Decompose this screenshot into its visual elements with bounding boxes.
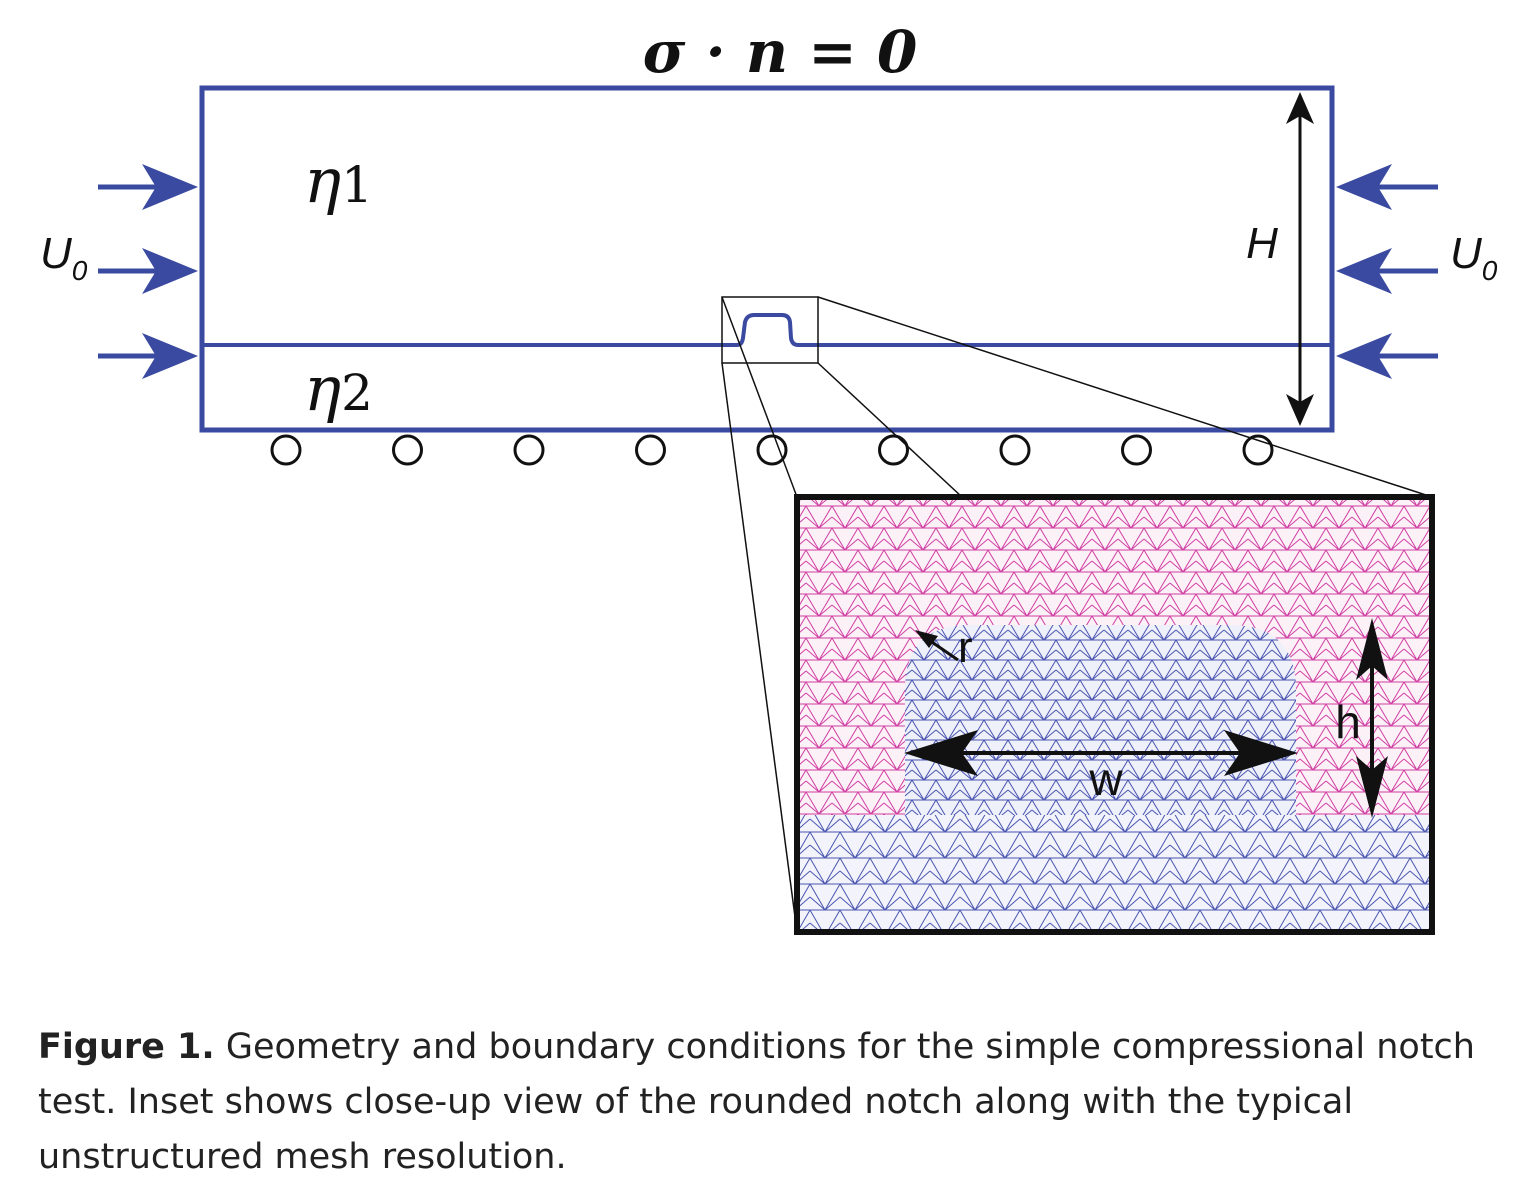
notch-height-label: h: [1335, 696, 1361, 748]
notch-width-arrow: [904, 730, 1298, 776]
radius-label: r: [958, 623, 973, 672]
height-dimension-arrow: [1286, 92, 1314, 426]
figure-number: Figure 1.: [38, 1027, 215, 1067]
inset-frame: [794, 494, 1435, 935]
roller: [392, 434, 423, 466]
roller: [1121, 434, 1152, 466]
radius-arrow: [915, 630, 959, 662]
lower-layer-viscosity: η2: [304, 352, 373, 425]
domain-outline: [199, 85, 1335, 433]
roller: [1242, 434, 1274, 466]
zoom-connector-lines: [721, 296, 1433, 933]
zoom-region-box: [721, 296, 819, 364]
upper-layer-viscosity: η1: [304, 144, 373, 217]
roller: [513, 434, 545, 466]
notch-test-diagram: σ · n = 0 η1 η2 U0 U0 H: [40, 18, 1498, 935]
roller: [635, 434, 666, 466]
caption-text: Geometry and boundary conditions for the…: [38, 1027, 1475, 1177]
notch-width-label: w: [1088, 753, 1123, 805]
roller: [756, 434, 788, 466]
roller: [878, 434, 909, 466]
height-label: H: [1246, 219, 1278, 268]
roller: [270, 434, 302, 466]
figure-caption: Figure 1. Geometry and boundary conditio…: [38, 1020, 1508, 1185]
mesh-inset: r h w: [794, 494, 1435, 935]
notch-height-arrow: [1356, 618, 1388, 818]
top-boundary-condition: σ · n = 0: [643, 18, 918, 86]
right-velocity-arrows: [1336, 164, 1438, 379]
layer-interface: [202, 313, 1332, 347]
roller: [999, 434, 1031, 466]
left-velocity-arrows: [98, 164, 198, 379]
roller-supports: [270, 434, 1274, 466]
left-velocity-label: U0: [40, 229, 88, 286]
right-velocity-label: U0: [1450, 229, 1498, 286]
